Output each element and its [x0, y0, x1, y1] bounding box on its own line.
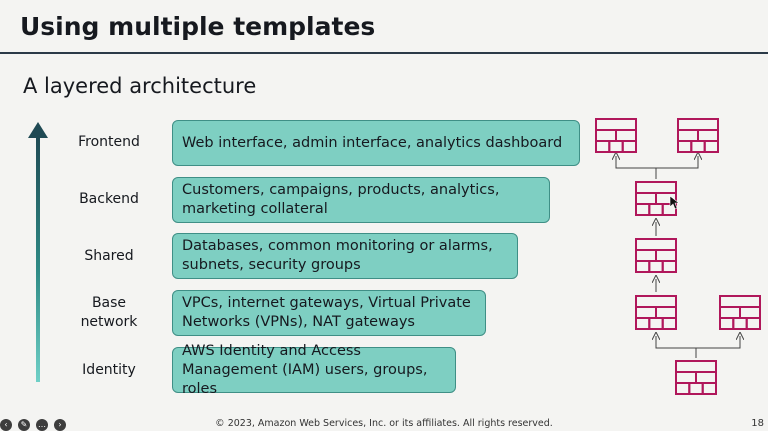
up-arrow-head-icon — [28, 122, 48, 138]
next-icon[interactable]: › — [54, 419, 66, 431]
stack-icon-shared — [635, 238, 677, 273]
footer-toolbar: ‹ ✎ … › — [0, 419, 66, 431]
up-arrow-shaft — [36, 136, 40, 382]
title-divider — [0, 52, 768, 54]
slide-title: Using multiple templates — [20, 12, 376, 41]
more-icon[interactable]: … — [36, 419, 48, 431]
layer-box-base-network: VPCs, internet gateways, Virtual Private… — [172, 290, 486, 336]
mouse-cursor-icon — [669, 195, 680, 210]
template-stack-diagram — [595, 118, 761, 395]
layer-label-identity: Identity — [82, 362, 136, 378]
layer-label-base-network: Base network — [80, 295, 138, 330]
layer-box-identity: AWS Identity and Access Management (IAM)… — [172, 343, 456, 397]
page-number: 18 — [751, 418, 764, 429]
copyright-notice: © 2023, Amazon Web Services, Inc. or its… — [215, 418, 553, 429]
stack-icon-frontend-2 — [677, 118, 719, 153]
layer-box-backend: Customers, campaigns, products, analytic… — [172, 177, 550, 223]
stack-icon-base-network-2 — [719, 295, 761, 330]
layer-label-backend: Backend — [79, 191, 139, 207]
layer-label-shared: Shared — [84, 248, 134, 264]
stack-icon-frontend-1 — [595, 118, 637, 153]
layer-label-frontend: Frontend — [78, 134, 140, 150]
prev-icon[interactable]: ‹ — [0, 419, 12, 431]
stack-icon-base-network-1 — [635, 295, 677, 330]
pencil-icon[interactable]: ✎ — [18, 419, 30, 431]
layer-box-shared: Databases, common monitoring or alarms, … — [172, 233, 518, 279]
stack-icon-identity — [675, 360, 717, 395]
slide-subtitle: A layered architecture — [23, 74, 257, 98]
layer-box-frontend: Web interface, admin interface, analytic… — [172, 120, 580, 166]
